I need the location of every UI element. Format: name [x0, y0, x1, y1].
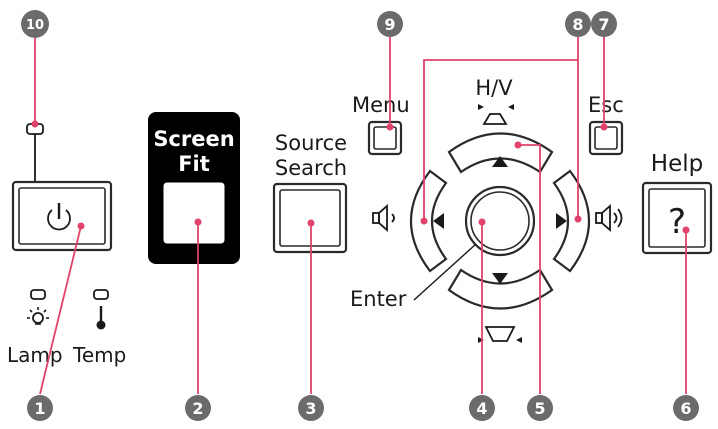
right-button[interactable] [552, 169, 590, 273]
screen-fit-button[interactable] [163, 182, 225, 244]
help-question-icon: ? [668, 202, 686, 242]
temp-label: Temp [72, 343, 126, 367]
power-icon [47, 203, 71, 231]
screen-fit-label-line1: Screen [153, 127, 234, 151]
svg-text:8: 8 [572, 15, 583, 34]
menu-button[interactable] [367, 120, 403, 156]
svg-text:2: 2 [192, 399, 203, 418]
left-button[interactable] [410, 169, 448, 273]
keystone-top-icon [478, 104, 514, 125]
left-arrow-icon [433, 213, 444, 229]
volume-down-icon [372, 204, 395, 232]
temp-indicator [93, 289, 109, 300]
esc-label: Esc [588, 93, 624, 117]
screen-fit-label-line2: Fit [178, 152, 210, 176]
callout-5: 5 [527, 395, 553, 421]
svg-text:6: 6 [680, 399, 691, 418]
volume-up-icon [595, 204, 623, 232]
svg-text:9: 9 [384, 15, 395, 34]
lamp-indicator [30, 289, 46, 300]
svg-text:4: 4 [476, 399, 487, 418]
svg-text:5: 5 [534, 399, 545, 418]
hv-label: H/V [475, 76, 513, 100]
source-search-button[interactable] [272, 182, 348, 254]
power-indicator-led [26, 123, 44, 182]
source-search-label-line2: Search [275, 156, 347, 180]
lamp-label: Lamp [7, 343, 63, 367]
callout-9: 9 [377, 11, 403, 37]
help-label: Help [651, 151, 703, 177]
right-arrow-icon [556, 213, 567, 229]
callout-3: 3 [298, 395, 324, 421]
lamp-icon [27, 307, 49, 325]
callout-7: 7 [591, 11, 617, 37]
callout-6: 6 [673, 395, 699, 421]
keystone-bottom-icon [478, 326, 522, 343]
svg-text:7: 7 [598, 15, 609, 34]
menu-label: Menu [352, 93, 410, 117]
leader-lines [34, 36, 687, 395]
callout-4: 4 [469, 395, 495, 421]
source-search-label-line1: Source [275, 131, 347, 155]
callout-2: 2 [185, 395, 211, 421]
svg-text:10: 10 [26, 18, 44, 33]
enter-pointer-line [413, 243, 477, 301]
enter-label: Enter [350, 287, 407, 311]
up-button[interactable] [447, 132, 554, 174]
power-button[interactable] [11, 180, 113, 252]
callout-1: 1 [27, 395, 53, 421]
help-button[interactable] [641, 181, 713, 255]
svg-text:1: 1 [34, 399, 45, 418]
enter-button[interactable] [464, 185, 536, 257]
thermometer-icon [96, 306, 106, 330]
callout-8: 8 [565, 11, 591, 37]
svg-text:3: 3 [305, 399, 316, 418]
callout-10: 10 [21, 10, 49, 38]
leader-dots [31, 120, 690, 234]
down-arrow-icon [492, 273, 508, 284]
up-arrow-icon [492, 156, 508, 167]
